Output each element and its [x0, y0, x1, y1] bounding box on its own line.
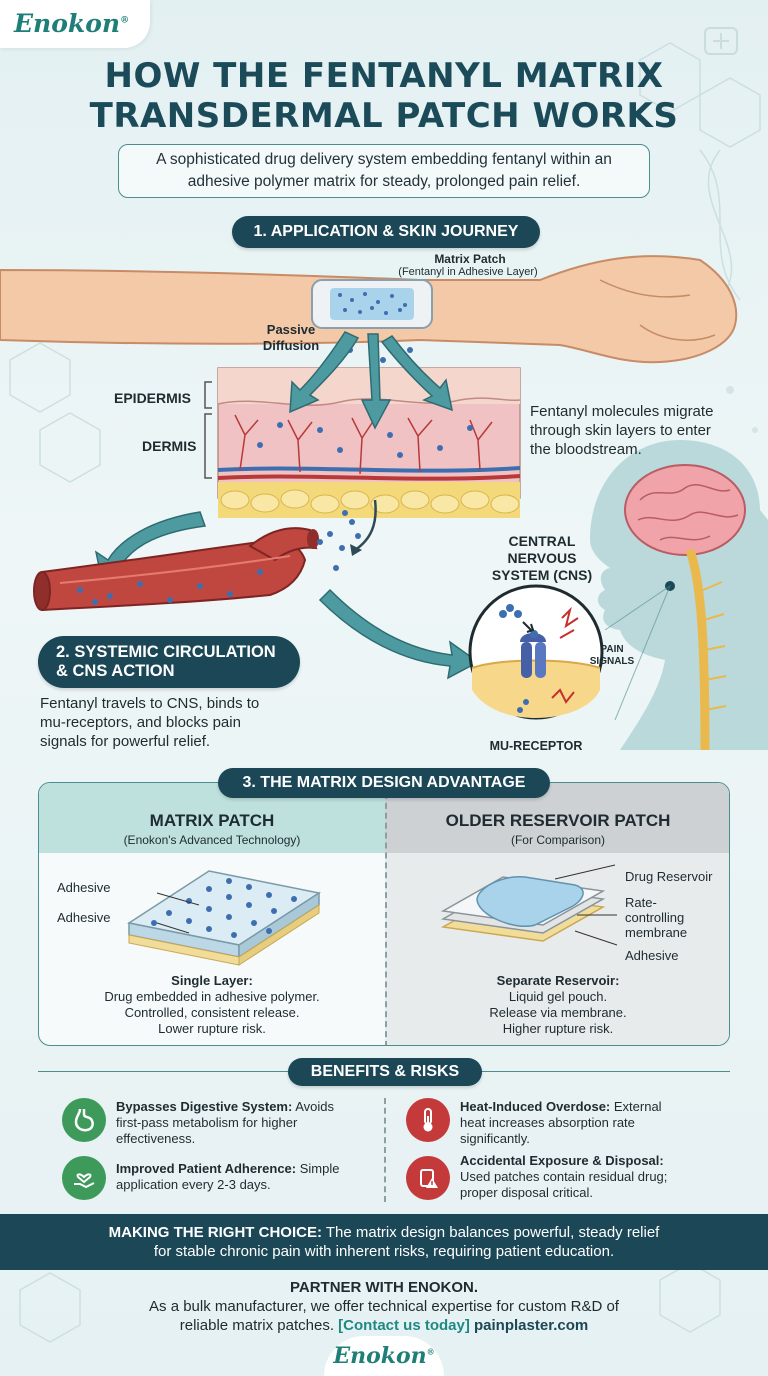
website-link[interactable]: painplaster.com — [469, 1317, 589, 1334]
mu-receptor-label: MU-RECEPTOR — [489, 739, 583, 753]
matrix-patch-diagram — [127, 870, 321, 966]
reservoir-patch-diagram — [440, 864, 618, 946]
subtitle-box: A sophisticated drug delivery system emb… — [118, 144, 650, 198]
reservoir-description: Separate Reservoir: Liquid gel pouch. Re… — [489, 973, 627, 1036]
contact-link[interactable]: [Contact us today] — [338, 1317, 470, 1334]
membrane-label: Rate- controlling membrane — [625, 895, 688, 940]
reservoir-label: Drug Reservoir — [625, 869, 713, 884]
diffusion-arrows — [289, 331, 453, 430]
matrix-patch-title: MATRIX PATCH — [149, 811, 275, 830]
reservoir-patch-title: OLDER RESERVOIR PATCH — [445, 811, 671, 830]
benefit-adherence: Improved Patient Adherence: Simple appli… — [116, 1161, 340, 1192]
epidermis-label: EPIDERMIS — [114, 390, 192, 406]
section3-title: 3. THE MATRIX DESIGN ADVANTAGE — [218, 768, 550, 798]
cns-arrow — [318, 588, 480, 680]
diffusion-label-1: Passive — [266, 322, 316, 337]
cns-label: CENTRAL NERVOUS SYSTEM (CNS) — [491, 533, 593, 583]
patch-label: Matrix Patch — [434, 252, 506, 266]
thermometer-icon — [406, 1098, 450, 1142]
reservoir-patch-sub: (For Comparison) — [510, 833, 606, 847]
section2-title: 2. SYSTEMIC CIRCULATION & CNS ACTION — [38, 636, 300, 688]
risk-exposure: Accidental Exposure & Disposal: Used pat… — [460, 1153, 668, 1200]
partner-section: PARTNER WITH ENOKON. As a bulk manufactu… — [149, 1279, 619, 1334]
comparison-divider — [385, 783, 387, 1045]
receptor-zoom-circle — [468, 584, 604, 720]
skin-journey-illustration — [0, 255, 768, 751]
heart-hand-icon — [62, 1156, 106, 1200]
risk-heat: Heat-Induced Overdose: External heat inc… — [460, 1099, 662, 1146]
reservoir-adhesive-label: Adhesive — [625, 948, 679, 963]
footer-logo: Enokon® — [324, 1336, 444, 1376]
section2-description: Fentanyl travels to CNS, binds to mu-rec… — [40, 695, 260, 750]
pain-signals-label: PAIN SIGNALS — [589, 644, 635, 667]
right-choice-band: MAKING THE RIGHT CHOICE: The matrix desi… — [0, 1214, 768, 1270]
matrix-comparison-panel: MATRIX PATCH (Enokon's Advanced Technolo… — [38, 782, 730, 1046]
brand-logo: Enokon® — [0, 0, 150, 48]
benefit-digestive: Bypasses Digestive System: Avoids first-… — [116, 1099, 334, 1146]
skin-cross-section — [217, 347, 521, 518]
benefits-divider — [384, 1098, 386, 1202]
matrix-description: Single Layer: Drug embedded in adhesive … — [104, 973, 320, 1036]
patch-sublabel: (Fentanyl in Adhesive Layer) — [398, 266, 538, 278]
page-title: HOW THE FENTANYL MATRIX TRANSDERMAL PATC… — [89, 56, 679, 136]
matrix-patch-sub: (Enokon's Advanced Technology) — [123, 833, 301, 847]
benefits-title: BENEFITS & RISKS — [288, 1058, 482, 1086]
blood-vessel — [33, 510, 361, 612]
reservoir-patch-column: OLDER RESERVOIR PATCH (For Comparison) D… — [385, 783, 729, 1045]
dermis-label: DERMIS — [142, 438, 197, 454]
matrix-adhesive-label-top: Adhesive — [57, 880, 111, 895]
stomach-icon — [62, 1098, 106, 1142]
matrix-adhesive-label-bottom: Adhesive — [57, 910, 111, 925]
section1-title: 1. APPLICATION & SKIN JOURNEY — [232, 216, 540, 248]
matrix-patch-column: MATRIX PATCH (Enokon's Advanced Technolo… — [39, 783, 385, 1045]
head-silhouette — [590, 440, 768, 751]
brain-icon — [624, 464, 746, 556]
warning-bin-icon — [406, 1156, 450, 1200]
skin-note: Fentanyl molecules migrate through skin … — [530, 403, 714, 458]
diffusion-label-2: Diffusion — [262, 338, 320, 353]
